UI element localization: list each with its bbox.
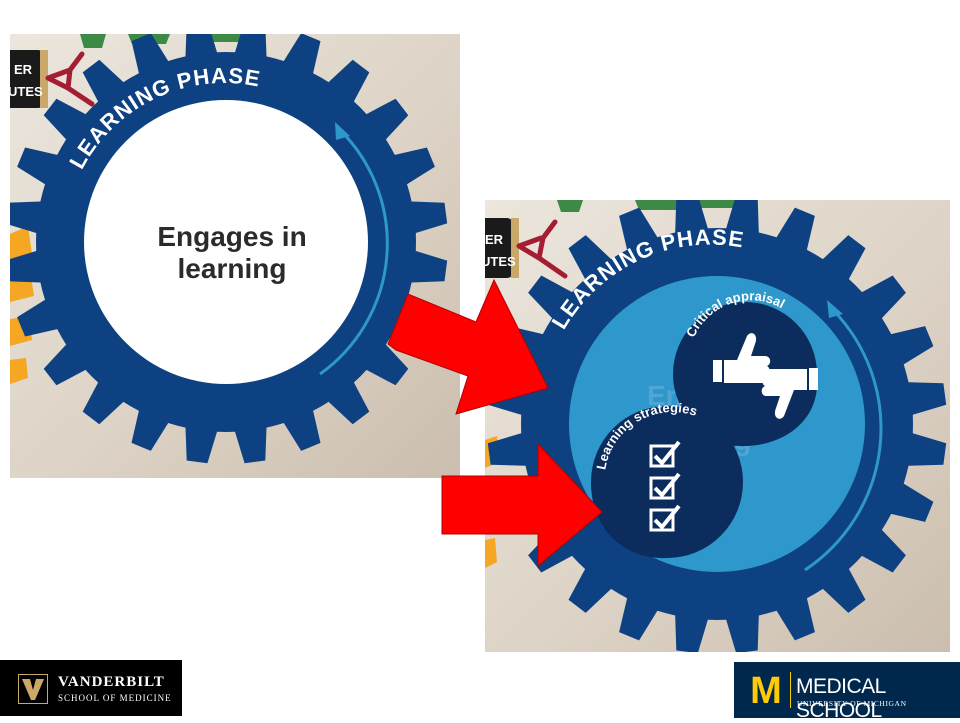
- tag-text-line2: UTES: [485, 254, 516, 269]
- tag-text-line1: ER: [485, 232, 504, 247]
- vanderbilt-v-icon: [18, 674, 48, 704]
- right-gear-graphic: ER UTES Eng ng Critical appraisal Learni…: [485, 200, 950, 652]
- thumbs-down-icon: [761, 368, 818, 419]
- gear-center-circle: [84, 100, 368, 384]
- vanderbilt-school: SCHOOL OF MEDICINE: [58, 693, 172, 703]
- cycle-arrow: [804, 308, 883, 572]
- red-arrow-lower: [441, 442, 603, 568]
- cycle-arrow: [319, 128, 389, 376]
- partial-tag: ER UTES: [10, 50, 95, 108]
- center-text-line1: Engages in: [157, 221, 306, 252]
- umich-block-letter: M: [750, 672, 782, 708]
- red-arrow-upper: [387, 278, 549, 415]
- tag-text-line1: ER: [14, 62, 33, 77]
- umich-name: MEDICAL SCHOOL: [796, 675, 886, 722]
- checklist-icon: [649, 440, 681, 532]
- left-gear-graphic: ER UTES LEARNING PHASE Engages in learni…: [10, 34, 460, 478]
- umich-logo: M MEDICAL SCHOOL UNIVERSITY OF MICHIGAN: [734, 662, 960, 722]
- yin-yang-connector: [591, 384, 817, 559]
- left-gear-panel: ER UTES LEARNING PHASE Engages in learni…: [10, 34, 460, 478]
- right-gear-panel: ER UTES Eng ng Critical appraisal Learni…: [485, 200, 950, 652]
- umich-block-m-icon: M: [750, 672, 782, 708]
- partial-tag: ER UTES: [485, 218, 568, 279]
- thumbs-up-icon: [713, 333, 771, 383]
- vanderbilt-name: VANDERBILT: [58, 674, 165, 690]
- logo-divider: [790, 672, 791, 708]
- vanderbilt-logo: VANDERBILT SCHOOL OF MEDICINE: [0, 660, 182, 716]
- umich-university: UNIVERSITY OF MICHIGAN: [797, 699, 907, 708]
- tag-text-line2: UTES: [10, 84, 43, 99]
- center-text-line2: learning: [178, 253, 287, 284]
